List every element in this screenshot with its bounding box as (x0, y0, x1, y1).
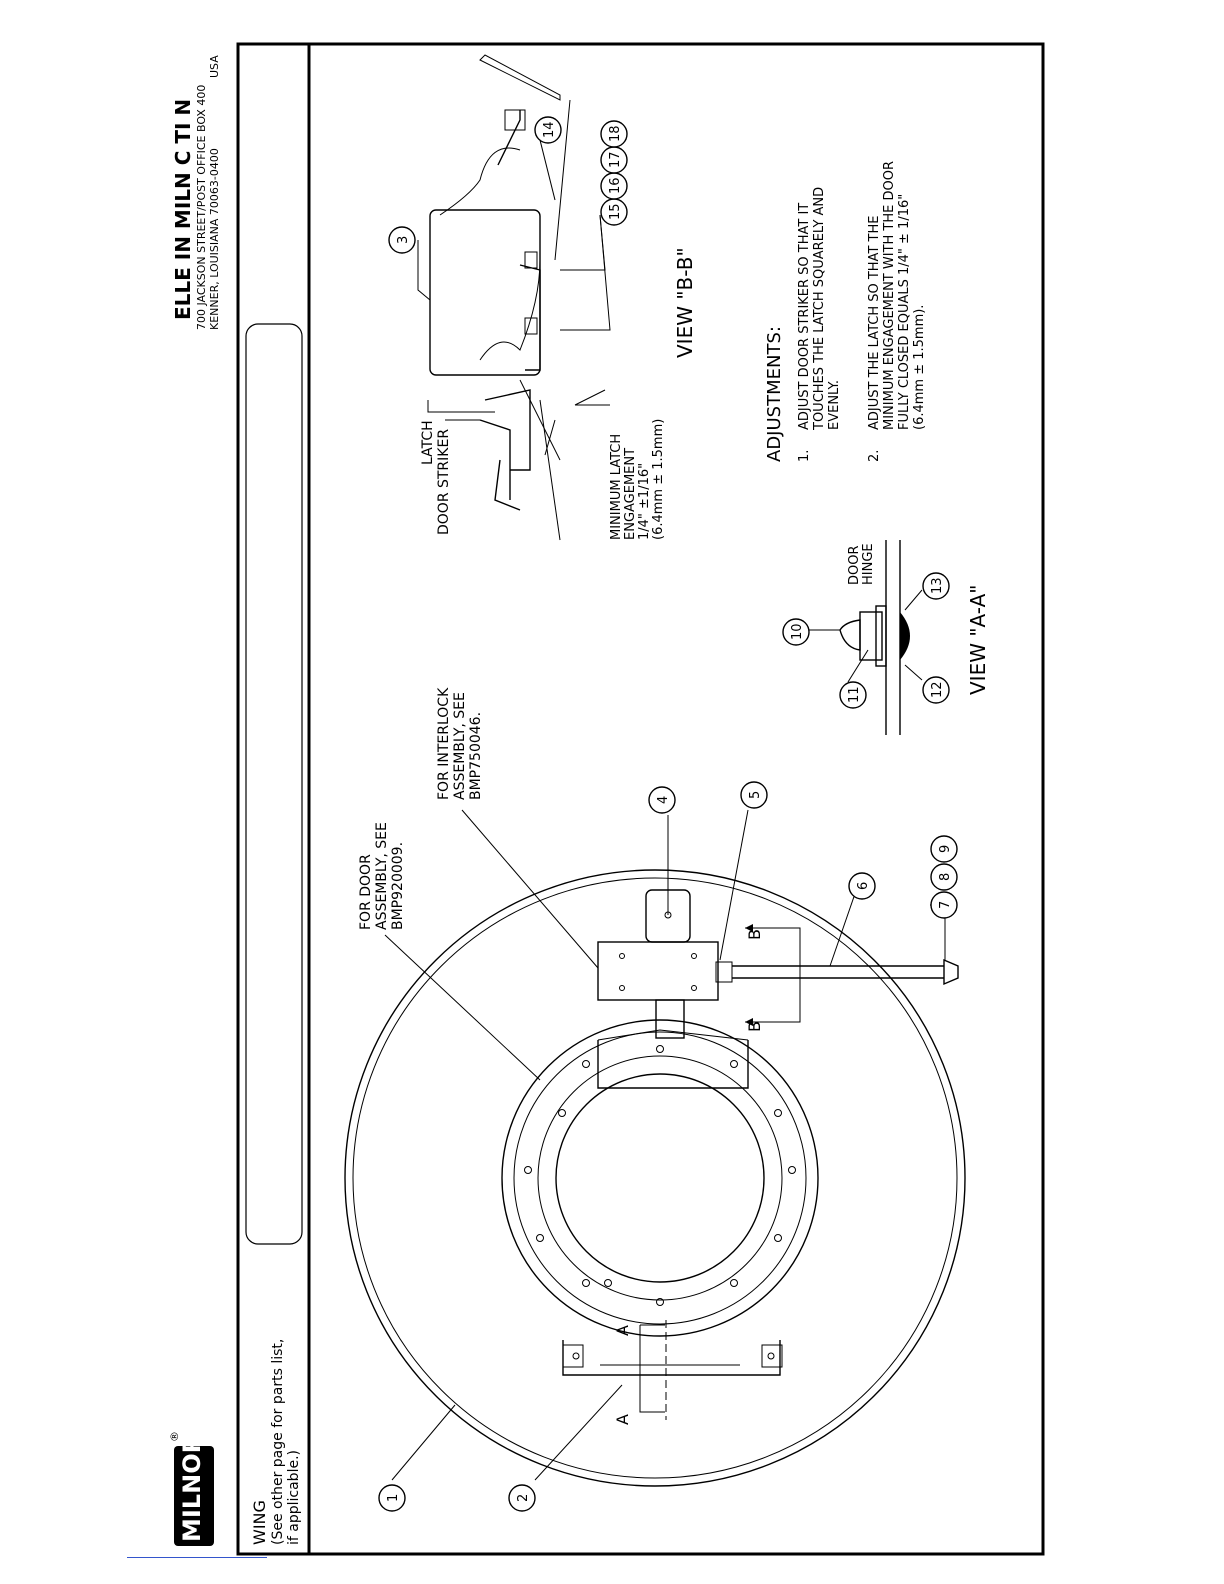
balloon-4: 4 (648, 786, 676, 814)
view-bb-label: VIEW "B-B" (673, 247, 697, 358)
latch-label: LATCH (420, 420, 436, 465)
balloon-14: 14 (534, 116, 562, 144)
parts-list-note-2: if applicable.) (286, 1450, 302, 1545)
company-address-2: KENNER, LOUISIANA 70063-0400 (208, 148, 221, 330)
section-b-top: B (745, 929, 764, 940)
svg-text:9: 9 (938, 845, 953, 853)
balloon-3: 3 (388, 226, 416, 254)
balloon-10: 10 (782, 618, 810, 646)
footer-link-underline[interactable] (127, 1557, 267, 1558)
balloon-11: 11 (839, 681, 867, 709)
balloon-7: 7 (930, 891, 958, 919)
door-drawing (344, 869, 966, 1487)
svg-text:MILNOR: MILNOR (178, 1435, 206, 1542)
svg-text:3: 3 (396, 236, 411, 244)
svg-text:13: 13 (930, 577, 945, 594)
adjustment-1-num: 1. (797, 450, 812, 462)
balloon-1: 1 (378, 1484, 406, 1512)
svg-text:16: 16 (608, 177, 623, 194)
balloon-2: 2 (508, 1484, 536, 1512)
min-latch-2: ENGAGEMENT (623, 448, 638, 540)
min-latch-1: MINIMUM LATCH (609, 434, 624, 540)
svg-text:15: 15 (608, 203, 623, 220)
svg-text:®: ® (168, 1431, 181, 1442)
door-hinge-2: HINGE (861, 543, 876, 585)
adjustment-1-line-3: EVENLY. (827, 380, 842, 430)
milnor-logo: MILNOR ® (168, 1431, 214, 1546)
svg-text:18: 18 (608, 125, 623, 142)
door-assembly-note-3: BMP920009. (390, 842, 406, 930)
door-assembly-note-2: ASSEMBLY, SEE (374, 822, 390, 930)
balloon-12: 12 (922, 676, 950, 704)
view-aa-label: VIEW "A-A" (966, 585, 990, 695)
view-aa-drawing (839, 540, 910, 735)
view-bb-drawing (429, 54, 610, 541)
balloon-8: 8 (930, 863, 958, 891)
svg-text:11: 11 (847, 686, 862, 703)
door-striker-label: DOOR STRIKER (436, 429, 452, 535)
leader-lines (391, 139, 946, 1481)
balloon-18: 18 (600, 120, 628, 148)
svg-text:1: 1 (386, 1494, 401, 1502)
balloon-15: 15 (600, 198, 628, 226)
company-name: ELLE IN MILN C TI N (171, 99, 195, 320)
company-address-1: 700 JACKSON STREET/POST OFFICE BOX 400 (195, 85, 208, 330)
balloon-5: 5 (740, 781, 768, 809)
adjustment-1-line-2: TOUCHES THE LATCH SQUARELY AND (812, 187, 827, 431)
title-block-box (245, 323, 303, 1245)
svg-text:6: 6 (856, 882, 871, 890)
min-latch-4: (6.4mm ± 1.5mm) (651, 419, 666, 540)
adjustments-title: ADJUSTMENTS: (764, 326, 785, 462)
parts-list-note-1: (See other page for parts list, (270, 1339, 286, 1545)
bolt-holes (524, 1045, 796, 1306)
svg-text:2: 2 (516, 1494, 531, 1502)
balloon-13: 13 (922, 572, 950, 600)
svg-text:12: 12 (930, 681, 945, 698)
section-a-bottom: A (613, 1414, 632, 1425)
balloon-6: 6 (848, 872, 876, 900)
adjustment-2-line-4: (6.4mm ± 1.5mm). (912, 305, 927, 430)
interlock-note-2: ASSEMBLY, SEE (452, 692, 468, 800)
interlock-note-1: FOR INTERLOCK (436, 687, 452, 800)
svg-text:14: 14 (542, 121, 557, 138)
svg-text:10: 10 (790, 623, 805, 640)
section-a-top: A (613, 1325, 632, 1336)
adjustment-1-line-1: ADJUST DOOR STRIKER SO THAT IT (797, 203, 812, 430)
balloon-17: 17 (600, 146, 628, 174)
sheet-border (236, 42, 1045, 1556)
drawing-title: WING (250, 1500, 269, 1545)
adjustment-2-num: 2. (867, 450, 882, 462)
interlock-note-3: BMP750046. (468, 712, 484, 800)
svg-text:8: 8 (938, 873, 953, 881)
svg-text:5: 5 (748, 791, 763, 799)
min-latch-3: 1/4" ±1/16" (637, 463, 652, 540)
company-country: USA (208, 55, 221, 78)
adjustment-2-line-1: ADJUST THE LATCH SO THAT THE (867, 216, 882, 430)
adjustment-2-line-3: FULLY CLOSED EQUALS 1/4" ± 1/16" (897, 194, 912, 430)
section-b-bottom: B (745, 1021, 764, 1032)
adjustment-2-line-2: MINIMUM ENGAGEMENT WITH THE DOOR (882, 161, 897, 430)
door-hinge-1: DOOR (847, 545, 862, 585)
svg-text:7: 7 (938, 901, 953, 909)
balloon-9: 9 (930, 835, 958, 863)
svg-text:4: 4 (656, 796, 671, 804)
svg-text:17: 17 (608, 151, 623, 168)
balloon-16: 16 (600, 172, 628, 200)
door-assembly-note-1: FOR DOOR (358, 854, 374, 930)
